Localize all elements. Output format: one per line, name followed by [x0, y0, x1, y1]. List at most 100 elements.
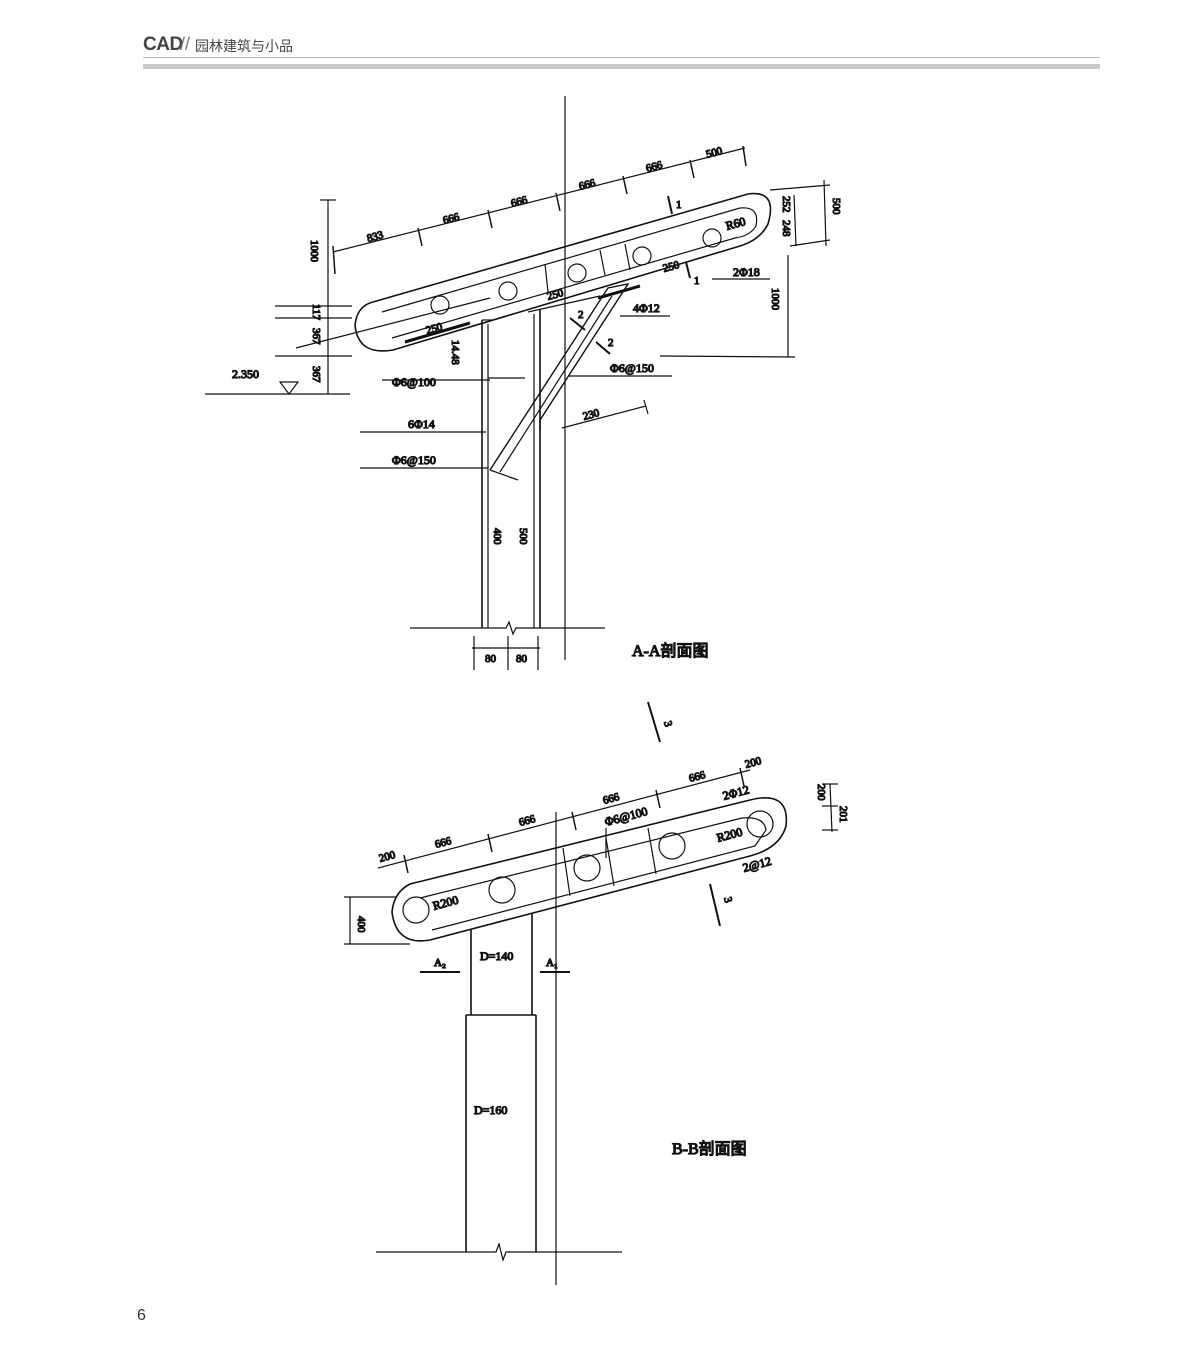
aa-label-phi6-100: Φ6@100 — [392, 375, 436, 389]
aa-dim-250-c: 250 — [662, 259, 682, 275]
aa-hole-4 — [632, 246, 652, 266]
aa-slope-line — [295, 297, 491, 349]
brand-cad: CAD — [143, 34, 183, 55]
aa-cut1-label-a: 1 — [676, 199, 682, 211]
bb-top-dim-line — [377, 769, 751, 869]
aa-hole-2 — [498, 281, 518, 301]
bb-dim-201-r: 201 — [837, 806, 849, 823]
aa-cut1-top — [667, 195, 673, 215]
bb-hole-1 — [402, 896, 430, 924]
bb-column-lower — [465, 1014, 537, 1252]
aa-right-ext-1 — [769, 184, 831, 191]
aa-column-top-r — [527, 295, 601, 313]
aa-rebar-250-a — [404, 321, 471, 344]
bb-ground-line — [376, 1241, 622, 1263]
bb-dim-200-left: 200 — [378, 849, 398, 865]
aa-elevation: 2.350 — [232, 367, 259, 381]
aa-label-phi6-150-low: Φ6@150 — [392, 453, 436, 467]
bb-cut3-label-a: 3 — [661, 720, 674, 729]
aa-dim-666-1: 666 — [442, 211, 462, 227]
bb-dim-200-right: 200 — [744, 755, 764, 771]
bb-label-phi6-100: Φ6@100 — [603, 804, 649, 829]
aa-right-ext-2 — [789, 239, 831, 247]
bb-cut3-top — [647, 701, 661, 743]
bb-beam-rebar — [419, 817, 767, 931]
aa-label-2phi18: 2Φ18 — [733, 265, 760, 279]
bb-label-d160: D=160 — [474, 1103, 507, 1117]
aa-dim-833: 833 — [366, 229, 386, 245]
aa-brace-foot — [489, 469, 519, 481]
bb-hole-2 — [488, 876, 516, 904]
aa-beam-rebar — [381, 207, 758, 339]
page-number: 6 — [137, 1307, 146, 1324]
aa-dim-666-3: 666 — [578, 177, 598, 193]
section-bb: 3 3 200 666 666 666 666 200 20 — [344, 701, 850, 1285]
aa-dim-1000: 1000 — [308, 240, 320, 263]
aa-dim-248: 248 — [780, 220, 792, 237]
bb-beam-outline — [391, 797, 788, 942]
section-aa: 833 666 666 666 666 500 252 248 500 1000… — [205, 96, 843, 670]
aa-dim-666-4: 666 — [645, 159, 665, 175]
aa-dim-230-line — [561, 405, 647, 429]
bb-dim-666-2: 666 — [518, 813, 538, 829]
aa-dim-367-2: 367 — [310, 366, 322, 383]
bb-top-dim-ticks — [403, 767, 745, 874]
bb-cut3-label-b: 3 — [721, 896, 734, 905]
aa-hole-3 — [567, 263, 587, 283]
bb-dim-666-4: 666 — [688, 769, 708, 785]
bb-label-r200-left: R200 — [431, 893, 460, 913]
aa-dim-500: 500 — [705, 145, 725, 161]
aa-stiffener-3 — [624, 243, 631, 271]
aa-dim-500-col: 500 — [517, 528, 529, 545]
bb-label-a1: A₁ — [546, 957, 558, 969]
bb-label-r200-right: R200 — [715, 825, 744, 845]
aa-right-height-base — [659, 355, 796, 358]
page-header: CAD // 园林建筑与小品 — [143, 30, 1100, 72]
aa-dim-117: 117 — [310, 304, 322, 321]
bb-label-d140: D=140 — [480, 949, 513, 963]
aa-dim-80-b: 80 — [516, 653, 528, 665]
bb-hole-4 — [658, 832, 686, 860]
aa-stiffener-2 — [599, 249, 606, 276]
aa-cut2-label-b: 2 — [608, 337, 614, 349]
aa-dim-80-a: 80 — [485, 653, 497, 665]
aa-cut2-bottom — [595, 341, 611, 355]
aa-dim-500-right: 500 — [830, 198, 842, 215]
aa-right-dim-line-outer — [823, 179, 827, 247]
aa-cut2-label-a: 2 — [578, 309, 584, 321]
aa-caption: A-A剖面图 — [632, 642, 708, 660]
aa-cut1-label-b: 1 — [694, 275, 700, 287]
aa-right-height: 1000 — [769, 288, 781, 311]
aa-dim-367-1: 367 — [310, 328, 322, 345]
bb-cut3-bottom — [709, 883, 721, 927]
header-rule-thin — [143, 57, 1100, 58]
header-rule-thick — [143, 64, 1100, 69]
bb-label-2phi12: 2Φ12 — [721, 782, 750, 802]
bb-column-upper — [470, 914, 533, 1015]
bb-right-dim-line — [829, 783, 833, 833]
bb-dim-400: 400 — [355, 916, 367, 933]
aa-label-4phi12: 4Φ12 — [633, 301, 660, 315]
aa-cut1-bottom — [685, 261, 691, 279]
aa-brace — [489, 282, 630, 471]
aa-hole-1 — [430, 295, 450, 315]
aa-dim-230-tick — [643, 399, 649, 415]
aa-label-phi6-150-up: Φ6@150 — [610, 361, 654, 375]
bb-dim-666-1: 666 — [434, 835, 454, 851]
bb-caption: B-B剖面图 — [672, 1140, 747, 1158]
bb-label-a2: A₂ — [434, 957, 446, 969]
aa-top-dim-ticks — [332, 145, 747, 275]
aa-brace-rebar — [499, 295, 613, 473]
aa-dim-250-b: 250 — [546, 287, 566, 303]
bb-dim-666-3: 666 — [602, 791, 622, 807]
aa-ground-line — [410, 620, 605, 636]
aa-column-outer — [481, 310, 541, 628]
aa-hole-5 — [702, 228, 722, 248]
aa-dim-400: 400 — [491, 528, 503, 545]
aa-dim-230: 230 — [582, 407, 602, 423]
aa-stiffener-1 — [544, 263, 549, 293]
bb-hole-3 — [573, 854, 601, 882]
aa-dim-252: 252 — [780, 196, 792, 213]
aa-right-dim-line-inner — [793, 194, 797, 247]
